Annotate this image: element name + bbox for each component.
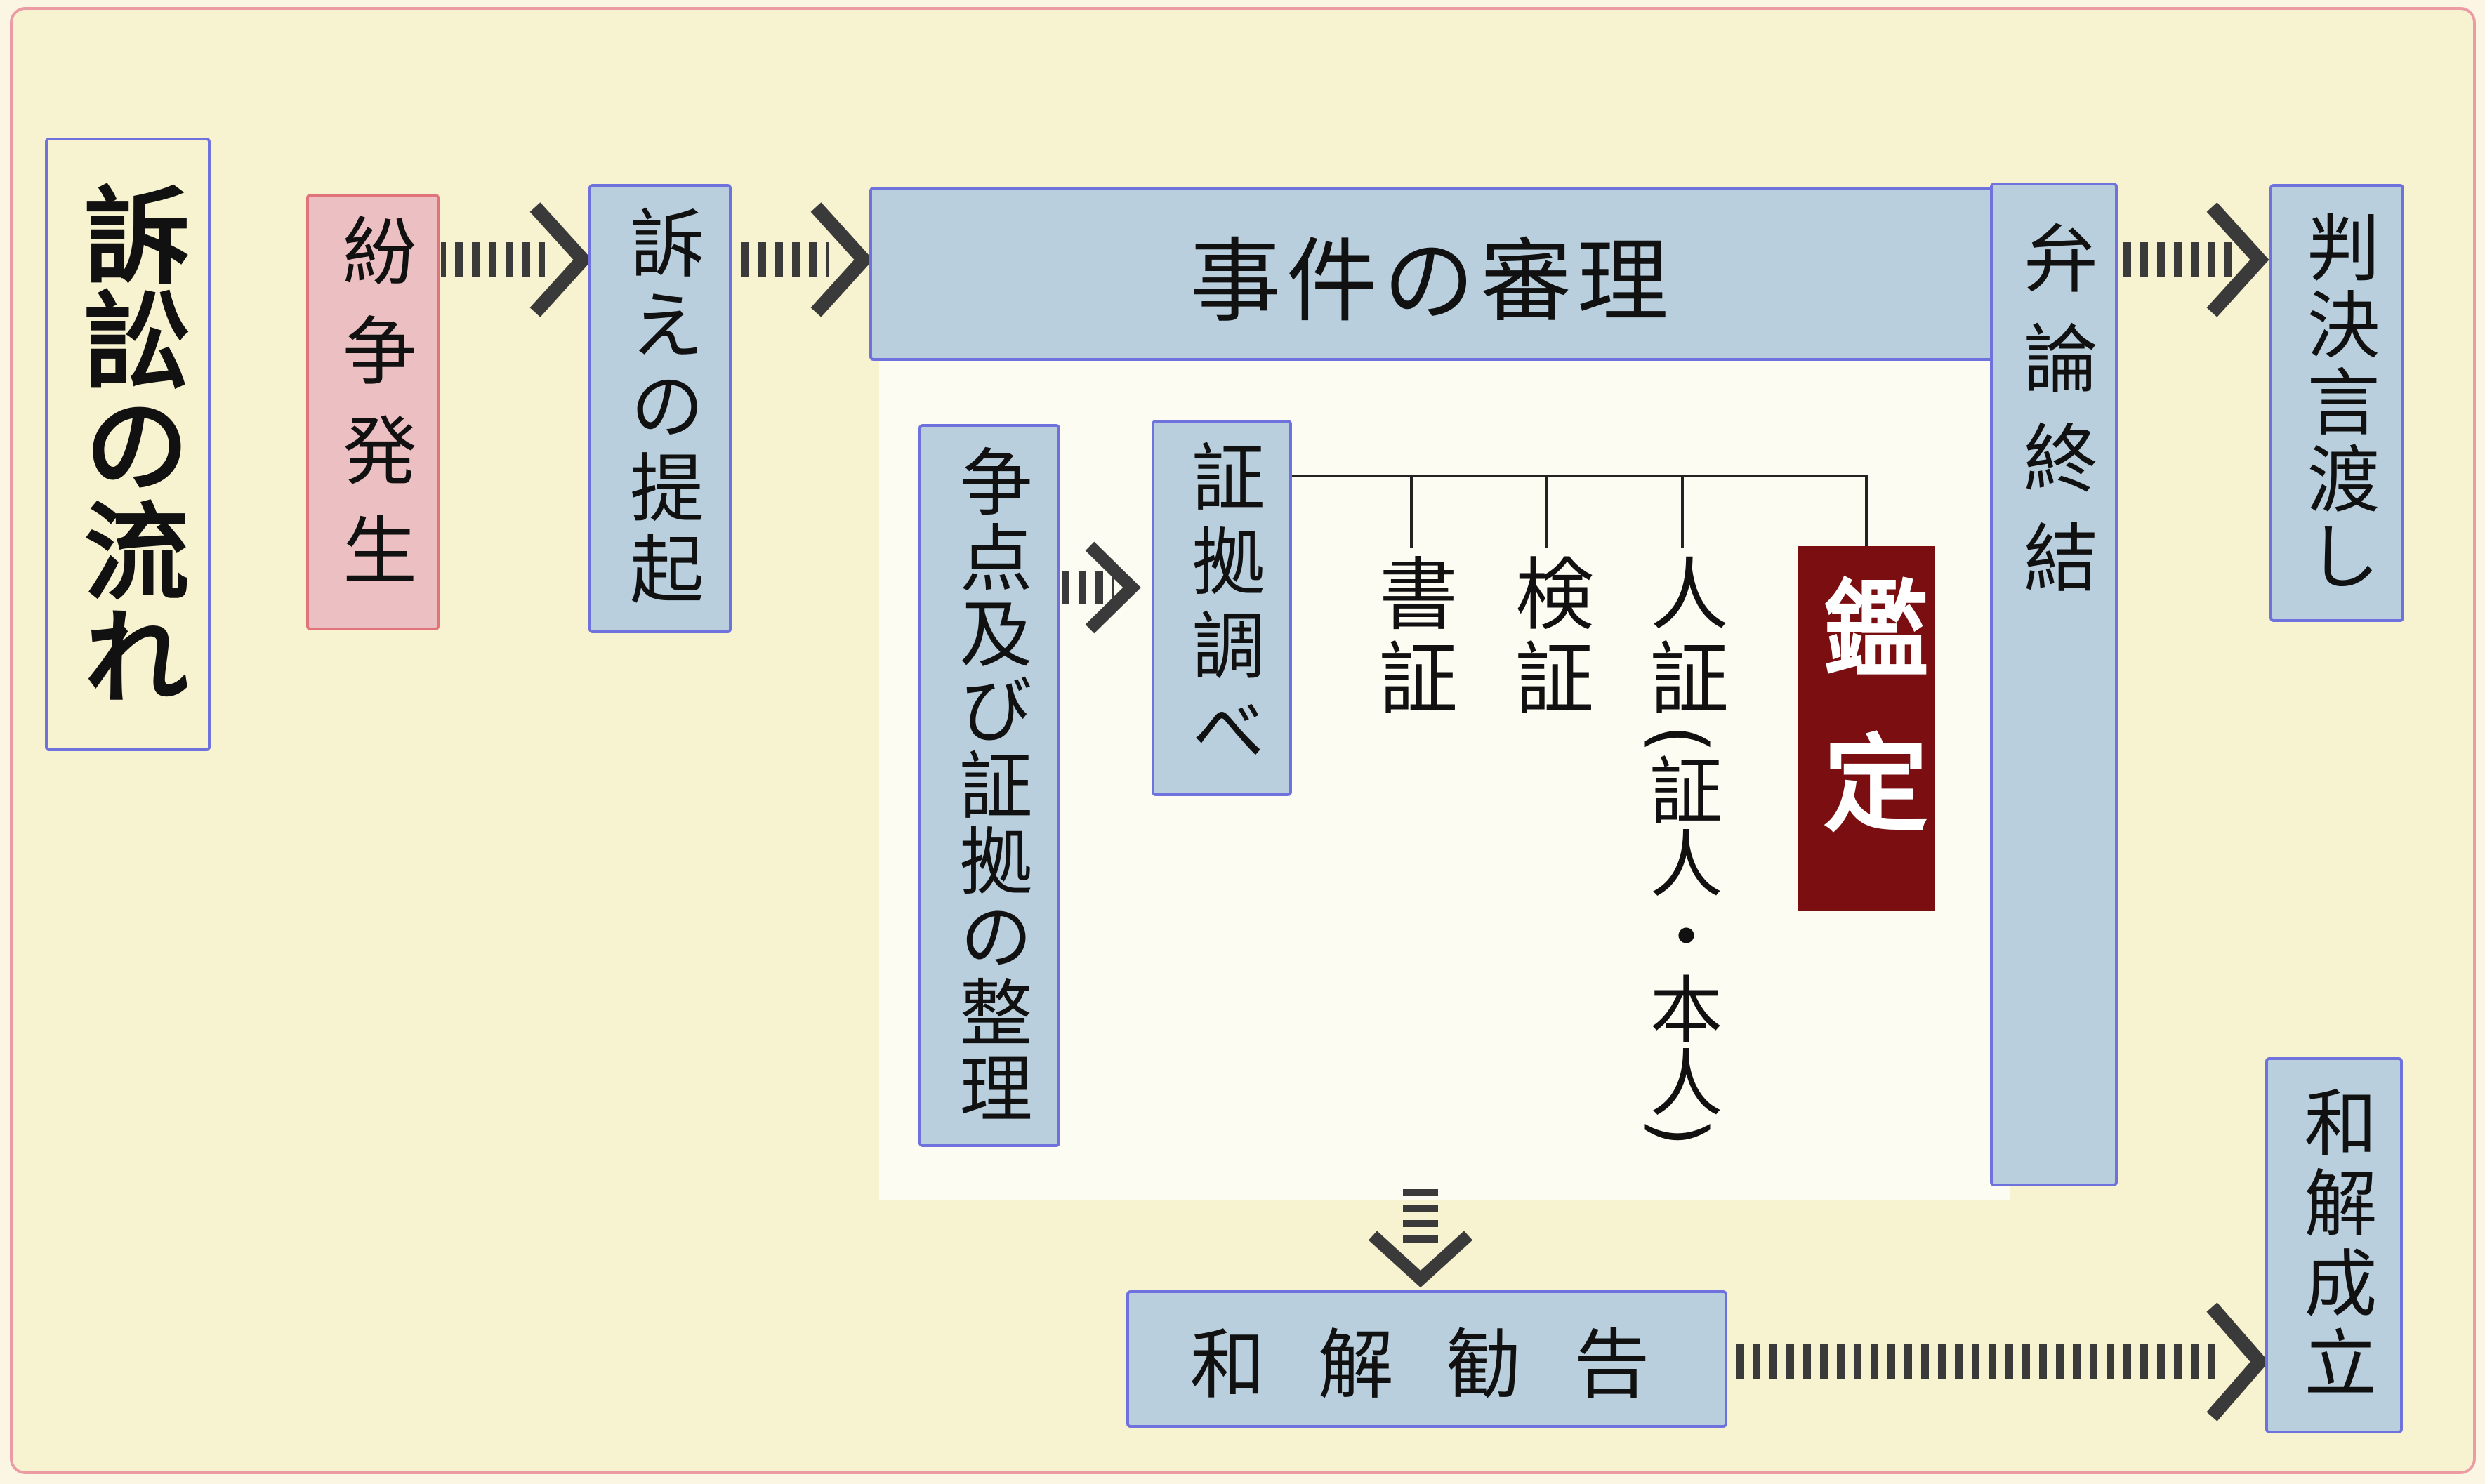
issues-label: 争点及び証拠の整理 xyxy=(947,444,1032,1127)
arrow-recommendation-to-settlement xyxy=(1729,1302,2269,1422)
dispute-box: 紛争発生 xyxy=(306,194,440,630)
dispute-label: 紛争発生 xyxy=(330,213,416,611)
filing-box: 訴えの提起 xyxy=(588,184,732,633)
issues-box: 争点及び証拠の整理 xyxy=(918,424,1060,1147)
judgment-label: 判決言渡し xyxy=(2294,210,2380,596)
closing-box: 弁論終結 xyxy=(1990,183,2118,1186)
testimony-group: 人証 (証人・本人) xyxy=(1637,553,1728,1149)
judgment-box: 判決言渡し xyxy=(2269,184,2404,622)
documentary-evidence-label: 書証 xyxy=(1366,553,1457,722)
testimony-label: 人証 xyxy=(1637,553,1728,722)
recommendation-box: 和 解 勧 告 xyxy=(1126,1290,1727,1428)
settlement-label: 和解成立 xyxy=(2291,1085,2377,1405)
expert-opinion-box: 鑑定 xyxy=(1798,546,1935,911)
page-title: 訴訟の流れ xyxy=(66,181,190,708)
evidence-label: 証拠調べ xyxy=(1179,439,1265,776)
trial-label: 事件の審理 xyxy=(1189,228,1674,335)
trial-box: 事件の審理 xyxy=(869,187,1994,361)
arrow-closing-to-judgment xyxy=(2122,202,2269,317)
inspection-label: 検証 xyxy=(1502,553,1593,722)
closing-label: 弁論終結 xyxy=(2011,220,2097,619)
expert-opinion-label: 鑑定 xyxy=(1805,574,1927,883)
recommendation-label: 和 解 勧 告 xyxy=(1189,1322,1664,1410)
testimony-note: (証人・本人) xyxy=(1637,724,1722,1147)
arrow-dispute-to-filing xyxy=(441,202,593,317)
evidence-box: 証拠調べ xyxy=(1152,420,1292,796)
evidence-branch-lines xyxy=(1292,475,1868,548)
arrow-filing-to-trial xyxy=(730,202,874,317)
filing-label: 訴えの提起 xyxy=(617,205,704,612)
settlement-box: 和解成立 xyxy=(2265,1057,2403,1433)
arrow-issues-to-evidence xyxy=(1062,541,1141,634)
arrow-down-to-recommendation xyxy=(1368,1186,1473,1288)
title-box: 訴訟の流れ xyxy=(45,138,211,751)
